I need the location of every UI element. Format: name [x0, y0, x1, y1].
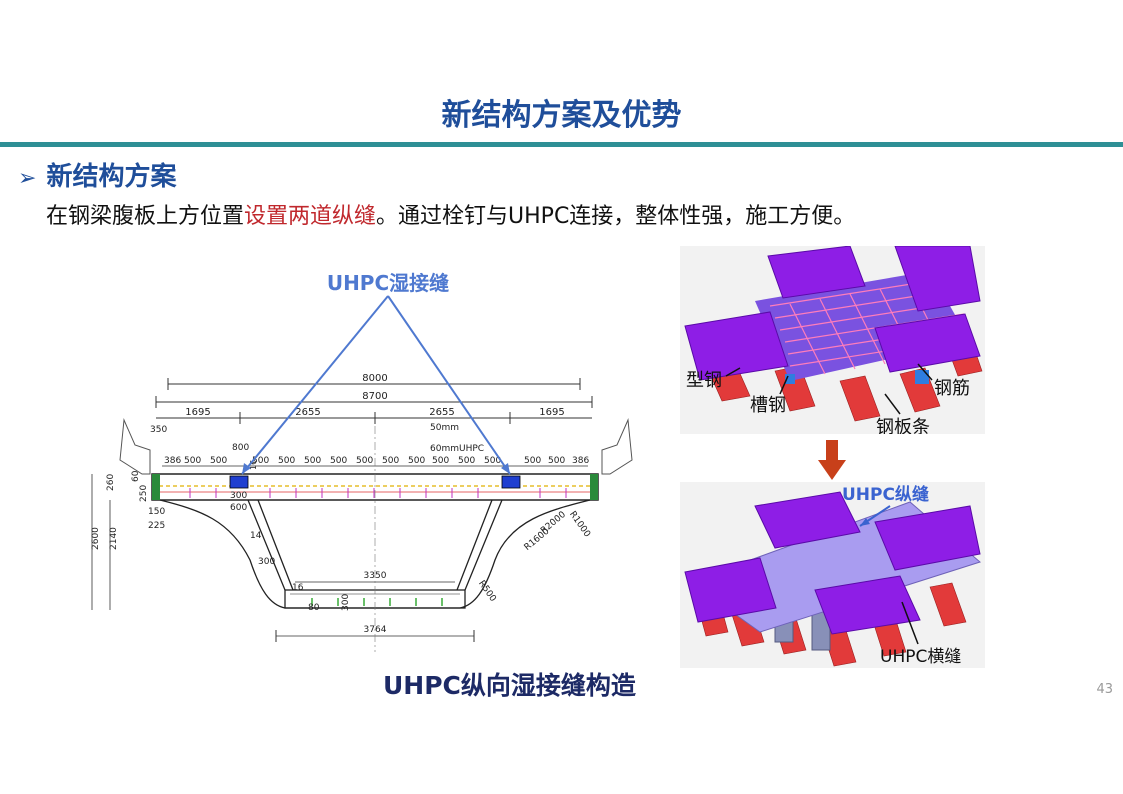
note-60mm-uhpc: 60mmUHPC	[430, 444, 484, 454]
section-heading: ➢ 新结构方案	[18, 156, 176, 193]
dim-14: 14	[250, 531, 262, 541]
bullet-arrow-icon: ➢	[18, 166, 37, 191]
figure-caption: UHPC纵向湿接缝构造	[383, 671, 636, 700]
label-gangbantiao: 钢板条	[876, 417, 930, 434]
svg-text:500: 500	[356, 456, 373, 466]
radius-r1000: R1000	[567, 510, 592, 540]
radius-r1600: R1600	[523, 526, 552, 553]
label-xinggang: 型钢	[686, 370, 722, 391]
dim-80: 80	[308, 603, 320, 613]
svg-text:500: 500	[184, 456, 201, 466]
label-uhpc-zongfeng: UHPC纵缝	[842, 484, 929, 505]
dim-350: 350	[150, 425, 167, 435]
dim-300-web: 300	[258, 557, 275, 567]
down-arrow-icon	[818, 440, 846, 480]
svg-text:386: 386	[572, 456, 589, 466]
title-divider	[0, 142, 1123, 147]
svg-text:386: 386	[164, 456, 181, 466]
uhpc-joint-label: UHPC湿接缝	[327, 271, 449, 295]
dim-2600: 2600	[91, 527, 101, 550]
description-post: 。通过栓钉与UHPC连接，整体性强，施工方便。	[376, 204, 856, 229]
svg-text:500: 500	[484, 456, 501, 466]
spacing-dims: 386 500 500 500 500 500 500 500 500 500 …	[164, 456, 589, 466]
dim-16-left: 16	[292, 583, 304, 593]
cross-section-drawing: 8000 8700 1695 2655 2655 1695 350 50mm 6…	[91, 271, 633, 652]
dim-8700: 8700	[362, 391, 387, 402]
svg-text:500: 500	[382, 456, 399, 466]
svg-text:500: 500	[210, 456, 227, 466]
section-title: 新结构方案	[46, 162, 177, 192]
uhpc-joint-left	[229, 475, 249, 489]
svg-text:500: 500	[548, 456, 565, 466]
dim-800: 800	[232, 443, 249, 453]
svg-text:500: 500	[458, 456, 475, 466]
rebar-model-image: 型钢 槽钢 钢筋 钢板条	[680, 246, 985, 434]
dim-600: 600	[230, 503, 247, 513]
svg-text:500: 500	[432, 456, 449, 466]
dim-250: 250	[139, 485, 149, 502]
label-caogang: 槽钢	[750, 395, 786, 416]
label-uhpc-hengfeng: UHPC横缝	[880, 647, 961, 667]
dim-300-bottom: 300	[341, 594, 351, 611]
slide-title: 新结构方案及优势	[441, 98, 682, 133]
dim-16-web: 16	[249, 460, 258, 470]
svg-text:500: 500	[408, 456, 425, 466]
dim-2655-left: 2655	[295, 407, 320, 418]
svg-text:500: 500	[278, 456, 295, 466]
svg-text:500: 500	[330, 456, 347, 466]
uhpc-joint-right	[501, 475, 521, 489]
dim-260: 260	[106, 474, 116, 491]
svg-text:500: 500	[304, 456, 321, 466]
dim-8000: 8000	[362, 373, 387, 384]
uhpc-joint-model-image: UHPC纵缝 UHPC横缝	[680, 482, 985, 668]
svg-text:500: 500	[524, 456, 541, 466]
dim-2140: 2140	[109, 527, 119, 550]
description-text: 在钢梁腹板上方位置设置两道纵缝。通过栓钉与UHPC连接，整体性强，施工方便。	[46, 198, 855, 230]
dim-60: 60	[131, 470, 141, 482]
dim-150: 150	[148, 507, 165, 517]
note-50mm: 50mm	[430, 423, 459, 433]
dim-1695-right: 1695	[539, 407, 564, 418]
svg-text:500: 500	[252, 456, 269, 466]
label-gangjin: 钢筋	[934, 378, 970, 399]
radius-r500: R500	[476, 579, 498, 604]
dim-1695-left: 1695	[185, 407, 210, 418]
dim-225: 225	[148, 521, 165, 531]
dim-300: 300	[230, 491, 247, 501]
description-highlight: 设置两道纵缝	[244, 204, 377, 229]
dim-2655-right: 2655	[429, 407, 454, 418]
page-number: 43	[1096, 682, 1113, 697]
description-pre: 在钢梁腹板上方位置	[46, 204, 245, 229]
